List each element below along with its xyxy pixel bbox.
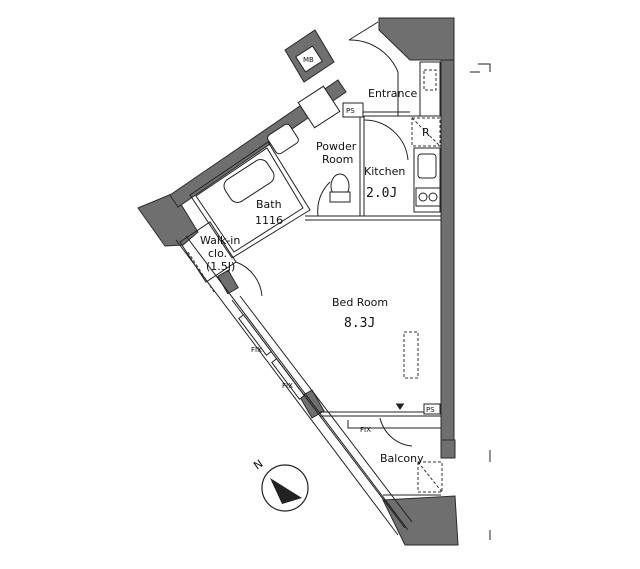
walkin-label-2: clo.	[208, 247, 227, 260]
entrance-door-swing	[348, 39, 399, 73]
pipe-space-top	[342, 102, 364, 118]
window-line-inner	[239, 295, 413, 523]
right-marker	[478, 63, 491, 72]
kitchen-door-swing	[363, 119, 409, 161]
fridge-space	[411, 117, 441, 147]
compass-north-label: N	[251, 457, 265, 472]
shoe-cabinet	[419, 61, 441, 117]
bedroom-hatch	[403, 331, 419, 379]
fix-label-1: FIX	[251, 346, 262, 354]
right-exterior-wall	[440, 17, 455, 459]
bedroom-label: Bed Room	[332, 296, 388, 309]
walkin-label-3: (1.5J)	[206, 260, 235, 273]
bedroom-size: 8.3J	[344, 316, 375, 331]
meter-box-inner	[295, 45, 323, 73]
left-corner-wall-block	[137, 192, 199, 247]
kitchen-size: 2.0J	[366, 186, 397, 201]
balcony-storage	[417, 461, 443, 493]
balcony-door-swing	[379, 417, 413, 447]
fix-window-1	[238, 314, 272, 356]
fix-window-2	[271, 358, 305, 400]
fridge-label: R	[422, 126, 430, 139]
ps-bottom-label: PS	[426, 406, 435, 414]
entrance-label: Entrance	[368, 87, 418, 100]
top-right-wall-block	[378, 17, 455, 61]
fix-label-3: FIX	[360, 426, 371, 434]
washbasin	[267, 123, 299, 155]
bath-label: Bath	[256, 198, 282, 211]
powder-door-swing	[317, 181, 331, 217]
kitchen-sink	[417, 153, 437, 179]
kitchen-label: Kitchen	[364, 165, 405, 178]
compass: N	[251, 457, 309, 512]
walkin-label-1: Walk-in	[200, 234, 240, 247]
upper-diagonal-wall	[169, 79, 347, 208]
powder-room-label-2: Room	[322, 153, 353, 166]
washer-space	[297, 85, 341, 129]
bottom-right-wall-block	[382, 495, 459, 546]
powder-room-label-1: Powder	[316, 140, 357, 153]
balcony-label: Balcony	[380, 452, 424, 465]
stove	[415, 187, 441, 207]
meter-box-label: MB	[303, 56, 314, 64]
closet-door-swing	[235, 261, 263, 297]
right-mullion	[440, 439, 456, 459]
compass-needle-icon	[270, 478, 302, 504]
bath-size: 1116	[255, 214, 283, 227]
fix-label-2: FIX	[282, 382, 293, 390]
bath-outline	[189, 141, 311, 259]
ps-top-label: PS	[346, 107, 355, 115]
pipe-space-bottom	[423, 403, 441, 415]
bathtub	[223, 159, 275, 203]
bedroom-entry-marker	[396, 404, 404, 410]
